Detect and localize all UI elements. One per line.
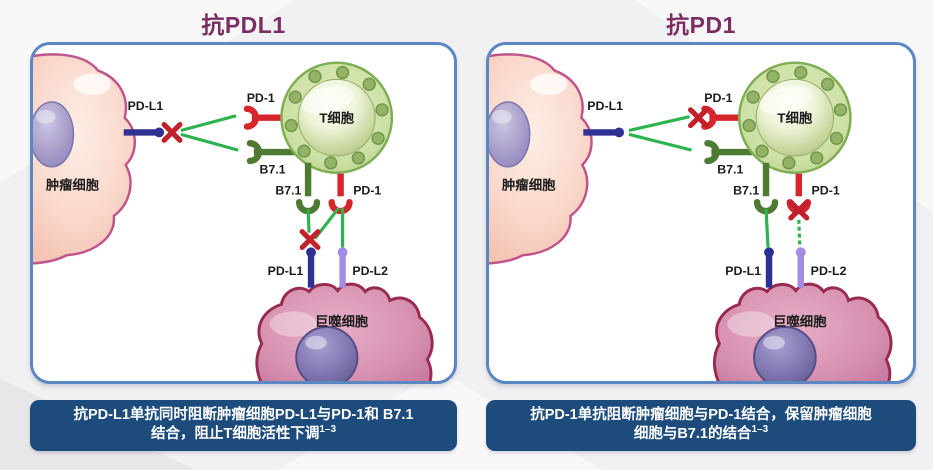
- tumor-cell-nucleus: [489, 101, 531, 168]
- pdl2-ligand-macrophage: PD-L2: [795, 247, 847, 288]
- tumor-cell-highlight: [73, 73, 111, 96]
- pdl1-head: [614, 127, 625, 138]
- pd1-lower-label: PD-1: [353, 183, 381, 197]
- pd1-receptor-lower: PD-1: [328, 173, 381, 215]
- anti-pdl1-caption: 抗PD-L1单抗同时阻断肿瘤细胞PD-L1与PD-1和 B7.1 结合，阻止T细…: [30, 400, 457, 451]
- reference-marker: 1–3: [319, 424, 337, 436]
- b71-receptor-upper: B7.1: [704, 140, 755, 177]
- pdl1-macro-label: PD-L1: [725, 264, 761, 278]
- macrophage-nucleus: [753, 325, 817, 381]
- pdl1-ligand-tumor: PD-L1: [583, 99, 625, 138]
- tumor-cell: 肿瘤细胞: [489, 53, 593, 265]
- macrophage-label: 巨噬细胞: [773, 313, 827, 329]
- t-cell-highlight: [759, 86, 813, 114]
- b71-lower-label: B7.1: [275, 183, 301, 197]
- anti-pdl1-diagram-panel: 肿瘤细胞 PD-L1: [30, 42, 457, 384]
- pd1-receptor-upper: PD-1: [701, 91, 744, 130]
- anti-pdl1-title: 抗PDL1: [201, 12, 286, 38]
- macrophage-label: 巨噬细胞: [315, 313, 369, 329]
- pdl2-head: [337, 247, 348, 258]
- connector-b71-to-pdl1: [764, 208, 770, 248]
- anti-pd1-diagram-panel: 肿瘤细胞 PD-L1 PD-1: [486, 42, 916, 384]
- macrophage-nucleus: [295, 325, 359, 381]
- reference-marker: 1–3: [751, 424, 769, 436]
- b71-receptor-lower: B7.1: [275, 162, 321, 215]
- caption-line-2: 细胞与B7.1的结合1–3: [633, 424, 769, 442]
- anti-pdl1-section: 抗PDL1 肿瘤细胞 PD-L1: [30, 6, 457, 451]
- macrophage: 巨噬细胞: [712, 282, 893, 381]
- pdl2-head: [795, 247, 806, 258]
- tumor-cell-label: 肿瘤细胞: [46, 176, 100, 192]
- b71-receptor-upper: B7.1: [246, 140, 297, 177]
- pdl1-tumor-label: PD-L1: [128, 99, 164, 113]
- blocking-x-pd1-lower: [788, 199, 810, 221]
- anti-pd1-title: 抗PD1: [666, 12, 736, 38]
- nucleus-highlight: [35, 109, 56, 124]
- tumor-cell-nucleus: [33, 101, 75, 168]
- pdl1-head: [306, 247, 316, 258]
- t-cell: T细胞: [280, 61, 394, 174]
- pdl1-ligand-macrophage: PD-L1: [725, 247, 774, 288]
- connector-pdl1-to-b71: [628, 132, 692, 152]
- tumor-cell: 肿瘤细胞: [33, 53, 137, 265]
- pd1-cup: [328, 198, 353, 215]
- b71-upper-label: B7.1: [260, 163, 286, 177]
- pdl1-ligand-tumor: PD-L1: [123, 99, 165, 138]
- anti-pd1-section: 抗PD1 肿瘤细胞 PD-L1: [486, 6, 916, 451]
- tumor-cell-highlight: [529, 73, 568, 96]
- nucleus-highlight: [491, 109, 512, 124]
- connector-pdl1-to-pd1: [180, 114, 237, 132]
- blocking-x-pd1-upper: [687, 107, 710, 129]
- connector-b71-to-pdl1: [306, 209, 311, 233]
- pdl1-ligand-macrophage: PD-L1: [268, 247, 316, 288]
- caption-line-2: 结合，阻止T细胞活性下调1–3: [150, 424, 337, 442]
- anti-pdl1-diagram: 肿瘤细胞 PD-L1: [33, 53, 434, 381]
- t-cell: T细胞: [737, 61, 852, 174]
- blocking-x-pdl1-macrophage: [299, 229, 321, 250]
- pd1-lower-label: PD-1: [811, 183, 839, 197]
- pdl1-head: [154, 127, 165, 138]
- nucleus-highlight: [763, 335, 785, 350]
- macrophage-highlight: [269, 311, 317, 337]
- caption-line-1: 抗PD-L1单抗同时阻断肿瘤细胞PD-L1与PD-1和 B7.1: [73, 407, 414, 423]
- macrophage-highlight: [727, 311, 775, 337]
- b71-upper-label: B7.1: [717, 163, 743, 177]
- t-cell-label: T细胞: [319, 110, 354, 126]
- b71-cup: [246, 140, 262, 165]
- pdl2-macro-label: PD-L2: [352, 264, 388, 278]
- pdl2-ligand-macrophage: PD-L2: [337, 247, 388, 288]
- anti-pd1-diagram: 肿瘤细胞 PD-L1 PD-1: [489, 53, 893, 381]
- pdl1-head: [764, 247, 774, 258]
- b71-cup: [704, 140, 720, 165]
- anti-pd1-caption: 抗PD-1单抗阻断肿瘤细胞与PD-1结合，保留肿瘤细胞 细胞与B7.1的结合1–…: [486, 400, 916, 451]
- pdl2-macro-label: PD-L2: [811, 264, 847, 278]
- pdl1-tumor-label: PD-L1: [587, 99, 623, 113]
- nucleus-highlight: [305, 335, 327, 350]
- connector-pd1-to-pdl2-blocked: [797, 219, 802, 248]
- pd1-cup: [243, 105, 260, 130]
- connector-pdl1-to-pd1: [628, 115, 690, 133]
- pdl1-macro-label: PD-L1: [268, 264, 304, 278]
- pd1-upper-label: PD-1: [704, 91, 732, 105]
- pd1-upper-label: PD-1: [247, 91, 275, 105]
- caption-line-1: 抗PD-1单抗阻断肿瘤细胞与PD-1结合，保留肿瘤细胞: [530, 407, 872, 423]
- macrophage: 巨噬细胞: [255, 282, 434, 381]
- tumor-cell-label: 肿瘤细胞: [502, 176, 556, 192]
- t-cell-label: T细胞: [777, 110, 813, 126]
- b71-lower-label: B7.1: [733, 183, 759, 197]
- pd1-receptor-upper: PD-1: [243, 91, 286, 130]
- connector-pdl1-to-b71: [180, 132, 239, 152]
- blocking-x-pdl1-tumor: [161, 122, 183, 143]
- t-cell-highlight: [301, 86, 354, 114]
